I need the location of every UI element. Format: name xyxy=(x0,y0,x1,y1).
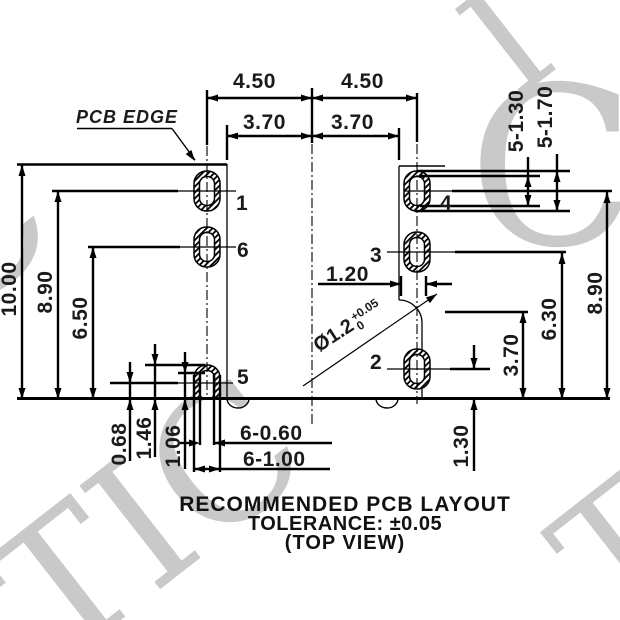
pad-label-4: 4 xyxy=(440,192,452,215)
pad-label-5: 5 xyxy=(237,366,249,389)
title-block: RECOMMENDED PCB LAYOUT TOLERANCE: ±0.05 … xyxy=(150,493,540,554)
arrowheads xyxy=(18,94,611,473)
dim-8-90-left: 8.90 xyxy=(34,270,57,314)
dim-6-50: 6.50 xyxy=(69,296,92,340)
watermark-letter-c-right: C xyxy=(468,40,620,296)
center-axes xyxy=(206,144,418,424)
pcb-edge-lines xyxy=(17,163,610,409)
dim-6x1-00: 6-1.00 xyxy=(243,448,306,471)
hole-leader-arrow xyxy=(425,294,437,304)
dim-6-30: 6.30 xyxy=(538,297,561,341)
edge-notch-right xyxy=(375,398,399,409)
pad-label-6: 6 xyxy=(237,239,249,262)
dim-5x1-70: 5-1.70 xyxy=(534,85,557,149)
pad-label-3: 3 xyxy=(370,244,382,267)
dimension-lines xyxy=(20,96,609,471)
dim-1-20: 1.20 xyxy=(326,263,369,286)
dim-1-06: 1.06 xyxy=(162,424,185,468)
pcb-edge-label: PCB EDGE xyxy=(76,107,179,127)
title-line-1: RECOMMENDED PCB LAYOUT xyxy=(179,493,511,516)
leader-lines xyxy=(77,127,438,387)
title-line-3: (TOP VIEW) xyxy=(284,532,406,554)
dim-1-46: 1.46 xyxy=(133,416,156,460)
extension-lines xyxy=(52,88,612,472)
dim-3-70-top-left: 3.70 xyxy=(243,111,286,134)
pad-crosshairs xyxy=(178,190,455,384)
dim-0-68: 0.68 xyxy=(108,422,131,466)
pad-label-2: 2 xyxy=(370,351,382,374)
dim-10-00: 10.00 xyxy=(0,261,21,317)
dim-4-50-right: 4.50 xyxy=(341,70,384,93)
pcb-edge-leader-arrow xyxy=(185,150,195,161)
pad-label-1: 1 xyxy=(236,192,248,215)
edge-notch-left xyxy=(226,398,250,409)
title-line-2: TOLERANCE: ±0.05 xyxy=(247,513,443,535)
dim-6x0-60: 6-0.60 xyxy=(240,422,303,445)
dim-8-90-right: 8.90 xyxy=(584,271,607,315)
dim-1-30: 1.30 xyxy=(450,424,473,468)
dim-3-70-top-right: 3.70 xyxy=(331,111,374,134)
dim-5x1-30: 5-1.30 xyxy=(505,89,528,153)
dim-4-50-left: 4.50 xyxy=(233,70,276,93)
dim-3-70-right: 3.70 xyxy=(500,333,523,377)
